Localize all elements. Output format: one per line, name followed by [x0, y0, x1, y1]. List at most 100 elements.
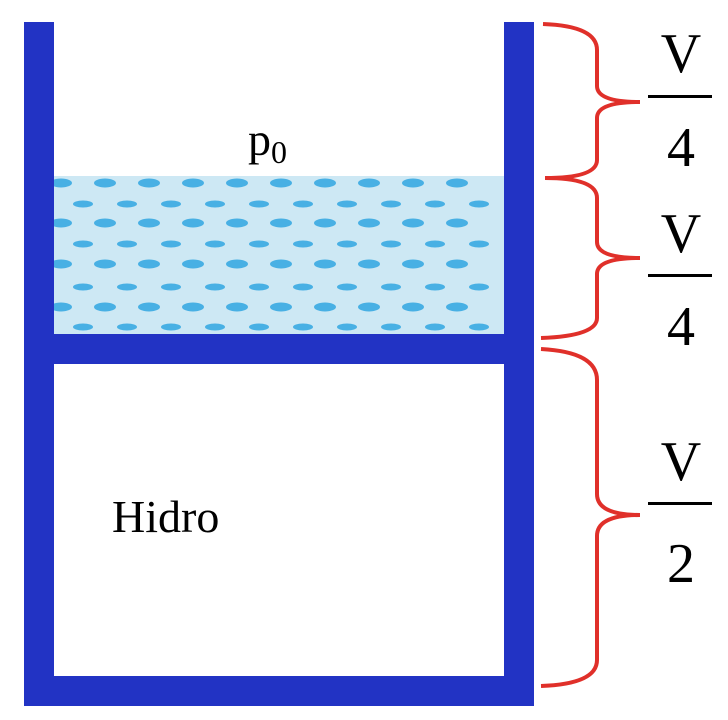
water-drop	[337, 323, 357, 331]
water-drop	[270, 218, 292, 228]
water-drop	[50, 178, 72, 188]
water-drop	[161, 240, 181, 248]
brace-bottom	[540, 347, 641, 688]
fraction-top: V 4	[648, 23, 712, 179]
water-drop	[358, 259, 380, 269]
fraction-numerator: V	[661, 203, 701, 265]
fraction-numerator: V	[661, 23, 701, 85]
water-drop	[226, 178, 248, 188]
water-drop	[117, 323, 137, 331]
water-drop	[205, 283, 225, 291]
water-drop	[73, 240, 93, 248]
brace-middle	[540, 176, 641, 340]
water-drop	[337, 200, 357, 208]
hydrogen-label: Hidro	[112, 491, 219, 542]
brace-top	[542, 22, 641, 180]
water-drop	[117, 240, 137, 248]
water-drop	[293, 240, 313, 248]
fraction-denominator: 4	[667, 117, 695, 179]
water-drop	[249, 283, 269, 291]
water-drop	[94, 218, 116, 228]
water-drop	[293, 323, 313, 331]
fraction-denominator: 4	[667, 296, 695, 358]
water-drop	[402, 302, 424, 312]
water-drop	[402, 218, 424, 228]
water-drop	[205, 240, 225, 248]
water-drop	[314, 178, 336, 188]
water-drop	[358, 218, 380, 228]
water-drop	[381, 283, 401, 291]
water-drop	[226, 259, 248, 269]
water-drop	[270, 259, 292, 269]
water-drop	[381, 323, 401, 331]
water-drop	[50, 218, 72, 228]
water-drop	[249, 323, 269, 331]
water-drop	[270, 302, 292, 312]
water-drop	[161, 323, 181, 331]
water-drop	[381, 200, 401, 208]
water-drop	[446, 218, 468, 228]
fraction-bar	[648, 502, 712, 505]
water-drop	[50, 302, 72, 312]
water-drop	[358, 178, 380, 188]
water-drop	[94, 302, 116, 312]
water-drop	[293, 283, 313, 291]
water-drop	[425, 323, 445, 331]
water-drop	[117, 283, 137, 291]
fraction-bar	[648, 274, 712, 277]
water-drop	[337, 283, 357, 291]
water-drop	[205, 323, 225, 331]
water-drop	[446, 302, 468, 312]
water-drop	[469, 323, 489, 331]
fraction-middle: V 4	[648, 203, 712, 358]
water-drop	[182, 218, 204, 228]
water-drop	[402, 178, 424, 188]
pressure-label: p0	[248, 114, 287, 170]
water-drop	[402, 259, 424, 269]
water-drop	[73, 283, 93, 291]
water-drop	[138, 218, 160, 228]
water-drop	[117, 200, 137, 208]
water-drop	[270, 178, 292, 188]
water-drop	[358, 302, 380, 312]
bottom-wall	[24, 676, 534, 706]
water-drop	[425, 283, 445, 291]
water-drop	[469, 240, 489, 248]
water-drop	[182, 178, 204, 188]
water-drop	[73, 323, 93, 331]
water-drop	[469, 200, 489, 208]
piston	[24, 334, 534, 364]
water-drop	[314, 259, 336, 269]
water-drop	[425, 200, 445, 208]
water-drop	[469, 283, 489, 291]
water-drop	[182, 302, 204, 312]
water-drop	[138, 259, 160, 269]
water-drop	[226, 302, 248, 312]
water-drop	[138, 302, 160, 312]
water-drop	[205, 200, 225, 208]
water-drop	[446, 259, 468, 269]
cylinder-walls	[24, 22, 534, 706]
water-drop	[425, 240, 445, 248]
water-drop	[446, 178, 468, 188]
water-drop	[182, 259, 204, 269]
braces	[540, 22, 641, 688]
fraction-bar	[648, 95, 712, 98]
water-drop	[337, 240, 357, 248]
water-drop	[161, 200, 181, 208]
fraction-denominator: 2	[667, 533, 695, 595]
water-drop	[293, 200, 313, 208]
fraction-bottom: V 2	[648, 431, 712, 595]
water-drop	[94, 178, 116, 188]
water-drops	[50, 178, 489, 331]
water-drop	[314, 302, 336, 312]
water-drop	[249, 200, 269, 208]
water-drop	[94, 259, 116, 269]
water-drop	[50, 259, 72, 269]
water-drop	[226, 218, 248, 228]
water-drop	[249, 240, 269, 248]
water-drop	[161, 283, 181, 291]
water-drop	[381, 240, 401, 248]
water-drop	[138, 178, 160, 188]
